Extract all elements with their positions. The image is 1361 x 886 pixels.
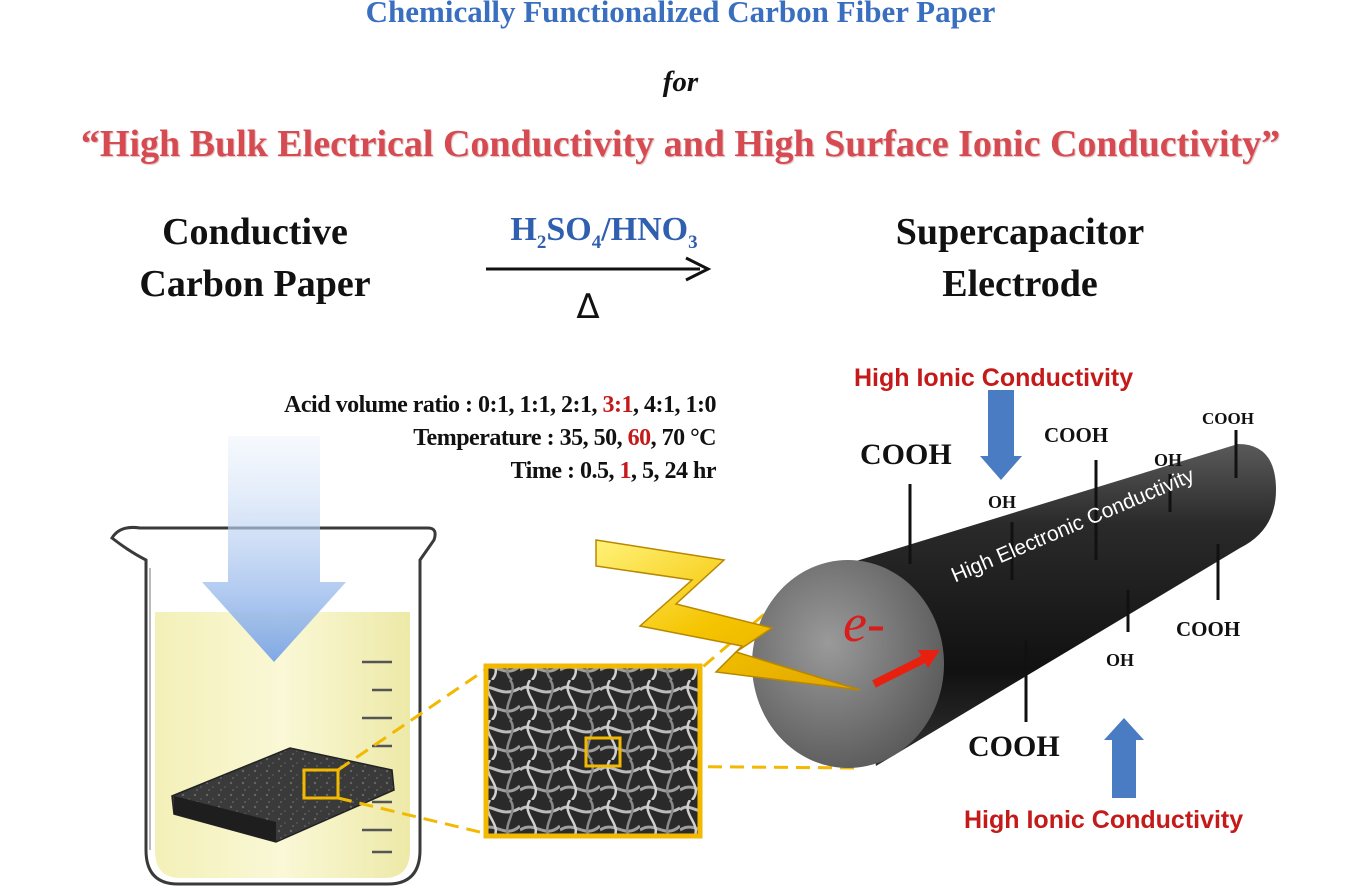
condition-acid-optimal: 3:1 [602,392,634,418]
carbon-paper-edge [174,796,276,842]
condition-acid-values-a: 0:1, 1:1, 2:1, [478,392,603,418]
oh-label-1: OH [988,492,1016,512]
product-line-2: Electrode [942,263,1098,305]
condition-acid-label: Acid volume ratio : [284,392,479,418]
product-label: Supercapacitor Electrode [850,206,1190,310]
cooh-label-2: COOH [1044,423,1108,447]
reagent-sub-3: 3 [688,231,698,253]
ion-arrow-down [980,390,1022,480]
ion-arrow-up [1104,718,1144,798]
sample-zoom-box [302,768,340,800]
reagent-sub-2: 2 [536,231,547,253]
start-material-line-2: Carbon Paper [139,263,371,305]
condition-time: Time : 0.5, 1, 5, 24 hr [116,458,717,485]
product-line-1: Supercapacitor [895,211,1145,253]
electron-flow-arrowhead [918,650,940,668]
zoom-connector-lines [337,590,861,836]
electron-symbol: e- [843,593,885,653]
condition-acid-ratio: Acid volume ratio : 0:1, 1:1, 2:1, 3:1, … [116,392,716,419]
reagent-h: H [510,211,537,248]
condition-time-optimal: 1 [619,458,632,484]
ionic-conductivity-label-bottom: High Ionic Conductivity [964,806,1244,834]
condition-time-values-b: , 5, 24 hr [631,458,717,484]
oh-label-3: OH [1106,650,1134,670]
lightning-bolt-icon [595,539,861,691]
oh-label-2: OH [1154,450,1182,470]
diagram-subtitle: “High Bulk Electrical Conductivity and H… [80,123,1281,165]
addition-arrow [202,436,346,662]
connector-text: for [662,66,699,98]
condition-time-values-a: 0.5, [580,458,620,484]
reagent-sub-4: 4 [591,231,602,253]
condition-temp-values-b: , 70 °C [650,425,717,451]
condition-acid-values-b: , 4:1, 1:0 [633,392,716,418]
cooh-label-5: COOH [968,730,1060,763]
electron-flow-arrow [872,654,928,688]
reagent-label: H2SO4/HNO3 [484,211,724,254]
ionic-conductivity-label-top: High Ionic Conductivity [854,364,1134,392]
start-material-label: Conductive Carbon Paper [95,206,415,310]
condition-temp-values-a: 35, 50, [559,425,628,451]
condition-temp-label: Temperature : [413,425,560,451]
cooh-label-1: COOH [860,438,952,471]
reaction-arrow-head [685,256,712,282]
reagent-so: SO [546,211,592,248]
heat-symbol: Δ [576,287,599,327]
condition-time-label: Time : [510,458,580,484]
condition-temperature: Temperature : 35, 50, 60, 70 °C [116,425,716,452]
start-material-line-1: Conductive [162,211,348,253]
cooh-label-3: COOH [1202,409,1254,428]
diagram-title: Chemically Functionalized Carbon Fiber P… [365,0,996,29]
fiber-micrograph-inset [483,663,703,839]
carbon-fiber-body [840,444,1276,766]
beaker [110,526,437,886]
carbon-fiber-cross-section [752,560,944,768]
condition-temp-optimal: 60 [627,425,652,451]
functional-group-bonds [908,430,1238,722]
cooh-label-4: COOH [1176,617,1240,641]
fiber-zoom-box [584,736,622,768]
reagent-hno: /HNO [601,211,689,248]
